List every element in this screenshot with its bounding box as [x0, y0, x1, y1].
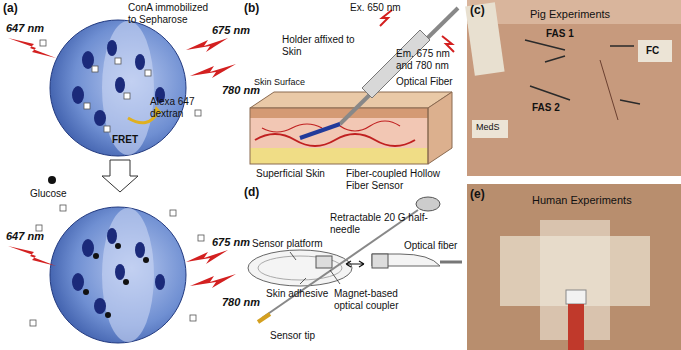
human-photo [467, 184, 681, 350]
part-label: Magnet-based optical coupler [334, 288, 424, 311]
panel-letter: (b) [244, 2, 259, 16]
panel-letter: (a) [3, 2, 18, 16]
part-label: Sensor tip [270, 330, 315, 342]
wavelength-label: 675 nm [212, 24, 250, 37]
part-label: Sensor platform [252, 238, 323, 250]
photo-title: Pig Experiments [530, 8, 610, 21]
wavelength-label: 647 nm [6, 22, 44, 35]
wavelength-label: 647 nm [6, 230, 44, 243]
site-label: MedS [476, 122, 500, 132]
panel-letter: (e) [470, 188, 485, 202]
sepharose-bead [40, 20, 201, 156]
signal-label: Em. 675 nm and 780 nm [396, 48, 462, 71]
signal-label: Ex. 650 nm [350, 2, 401, 14]
part-label: Holder affixed to Skin [282, 34, 362, 57]
panel-letter: (d) [244, 186, 259, 200]
part-label: Glucose [30, 188, 67, 200]
site-label: FC [646, 45, 659, 57]
part-label: Optical Fiber [396, 76, 453, 88]
pig-photo [465, 0, 681, 176]
light-bolt [8, 38, 236, 78]
photo-title: Human Experiments [532, 194, 632, 207]
sensor-platform [248, 197, 462, 322]
site-label: FAS 1 [546, 28, 574, 40]
part-label: ConA immobilized to Sepharose [128, 2, 218, 25]
site-label: FAS 2 [532, 102, 560, 114]
part-label: Alexa 647 dextran [150, 96, 212, 119]
part-label: Optical fiber [404, 240, 457, 252]
part-label: Fiber-coupled Hollow Fiber Sensor [346, 168, 458, 191]
wavelength-label: 675 nm [212, 236, 250, 249]
down-arrow [102, 160, 138, 192]
sepharose-bead [30, 205, 204, 343]
wavelength-label: 780 nm [222, 296, 260, 309]
part-label: Retractable 20 G half-needle [330, 212, 430, 235]
part-label: Superficial Skin [256, 168, 325, 180]
glucose-dot [48, 176, 56, 184]
light-bolt [8, 246, 236, 288]
process-label: FRET [112, 134, 138, 146]
panel-letter: (c) [470, 4, 485, 18]
part-label: Skin adhesive [266, 288, 328, 300]
fiber-probe [300, 8, 458, 138]
leader-line [290, 252, 340, 284]
skin-block [250, 92, 452, 164]
part-label: Skin Surface [254, 77, 305, 87]
